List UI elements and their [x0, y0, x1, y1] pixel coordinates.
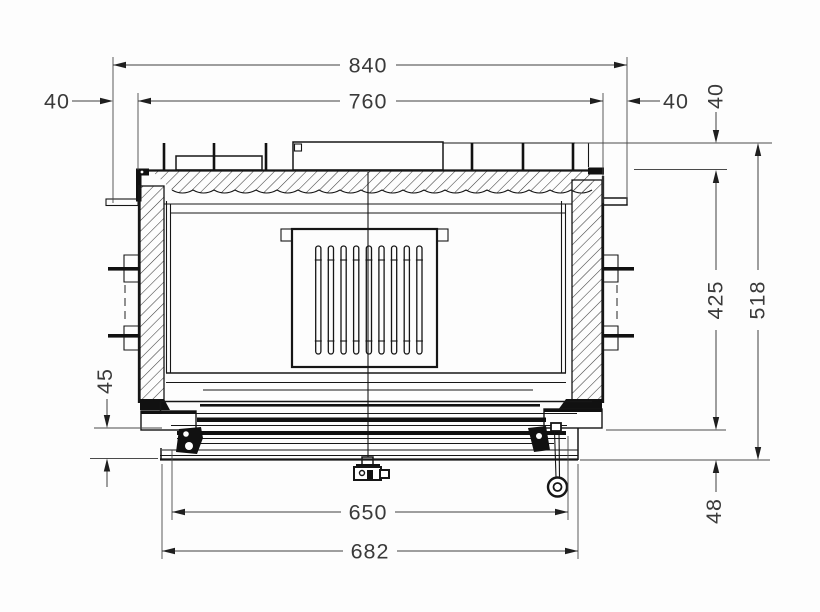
- grate-slots: [314, 245, 423, 355]
- dim-40-left-label: 40: [44, 90, 70, 114]
- dim-45-label: 45: [93, 368, 117, 394]
- dim-overall-height: 518: [746, 143, 770, 460]
- firebox-interior: [160, 172, 592, 457]
- left-hinge: [176, 427, 203, 454]
- dim-plinth-left: 45: [93, 368, 117, 487]
- right-hinge: [528, 422, 562, 452]
- right-wall: [558, 176, 605, 410]
- top-connectors: [162, 141, 590, 171]
- dim-840-label: 840: [349, 54, 388, 78]
- door-latch: [353, 456, 390, 481]
- dim-inner-width: 760: [138, 90, 603, 114]
- dim-base-width: 682: [162, 540, 578, 564]
- dim-48-label: 48: [702, 498, 726, 524]
- dim-425-label: 425: [704, 281, 728, 320]
- dim-right-offset: 40: [627, 90, 689, 114]
- dim-518-label: 518: [746, 281, 770, 320]
- dim-760-label: 760: [349, 90, 388, 114]
- extension-lines: [90, 57, 772, 559]
- door-base-assembly: [140, 402, 603, 461]
- dim-left-offset: 40: [44, 90, 113, 114]
- left-wall: [137, 185, 172, 410]
- dim-40-right-label: 40: [663, 90, 689, 114]
- dim-650-label: 650: [349, 501, 388, 525]
- dim-plinth-right: 48: [702, 460, 726, 524]
- dim-overall-width: 840: [113, 54, 627, 78]
- left-wall-brackets: [108, 254, 140, 351]
- dim-door-width: 650: [172, 501, 568, 525]
- right-wall-brackets: [602, 254, 634, 351]
- dim-firebox-height: 425: [704, 183, 728, 430]
- air-grate: [280, 227, 449, 369]
- dim-682-label: 682: [351, 540, 390, 564]
- dim-40-top-label: 40: [704, 83, 728, 109]
- handle-rod-ring: [546, 430, 569, 498]
- dim-top-offset: 40: [704, 83, 728, 183]
- top-plate: [105, 167, 628, 207]
